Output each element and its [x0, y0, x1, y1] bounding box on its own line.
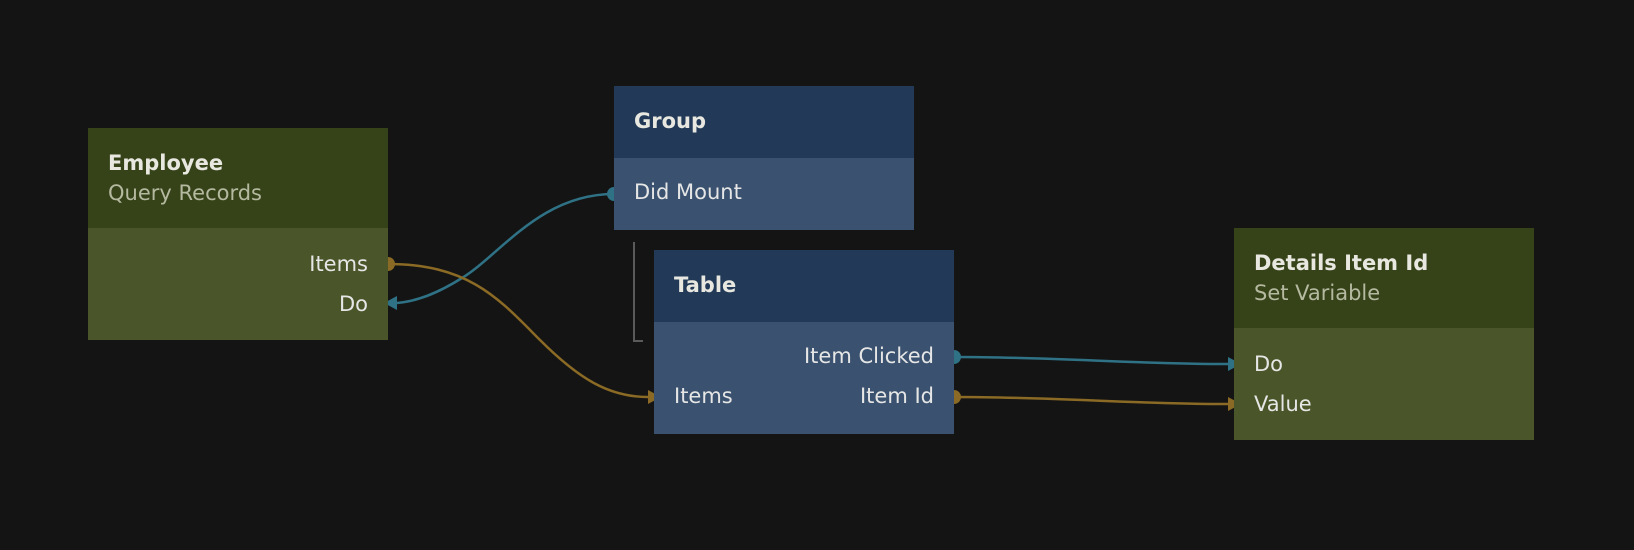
node-body: Did Mount — [614, 158, 914, 230]
wire-table-item-clicked-to-details-do[interactable] — [953, 355, 1229, 366]
node-table[interactable]: Table Item Clicked Items Item Id — [654, 250, 954, 434]
node-title: Employee — [108, 151, 224, 175]
node-title: Details Item Id — [1254, 251, 1429, 275]
wire-employee-items-to-table-items[interactable] — [387, 262, 649, 399]
hierarchy-connector — [633, 242, 643, 342]
port-item-id-output[interactable]: Item Id — [859, 384, 934, 408]
port-value-input[interactable]: Value — [1254, 392, 1312, 416]
port-items-output[interactable]: Items — [309, 252, 368, 276]
wire-group-did-mount-to-employee-do[interactable] — [396, 192, 615, 305]
wire-table-item-id-to-details-value[interactable] — [953, 395, 1229, 406]
arrow-employee-do — [384, 296, 397, 310]
node-header[interactable]: Employee Query Records — [88, 128, 388, 228]
node-subtitle: Set Variable — [1254, 281, 1381, 305]
node-details-item-id-set-variable[interactable]: Details Item Id Set Variable Do Value — [1234, 228, 1534, 440]
node-group[interactable]: Group Did Mount — [614, 86, 914, 230]
port-did-mount-output[interactable]: Did Mount — [634, 180, 742, 204]
node-employee-query-records[interactable]: Employee Query Records Items Do — [88, 128, 388, 340]
node-title: Table — [674, 273, 737, 297]
node-header[interactable]: Table — [654, 250, 954, 322]
port-items-input[interactable]: Items — [674, 384, 733, 408]
node-header[interactable]: Details Item Id Set Variable — [1234, 228, 1534, 328]
node-subtitle: Query Records — [108, 181, 262, 205]
port-item-clicked-output[interactable]: Item Clicked — [803, 344, 934, 368]
node-body: Do Value — [1234, 328, 1534, 440]
port-do-input[interactable]: Do — [338, 292, 368, 316]
port-do-input[interactable]: Do — [1254, 352, 1284, 376]
node-body: Item Clicked Items Item Id — [654, 322, 954, 434]
node-header[interactable]: Group — [614, 86, 914, 158]
node-body: Items Do — [88, 228, 388, 340]
node-title: Group — [634, 109, 707, 133]
